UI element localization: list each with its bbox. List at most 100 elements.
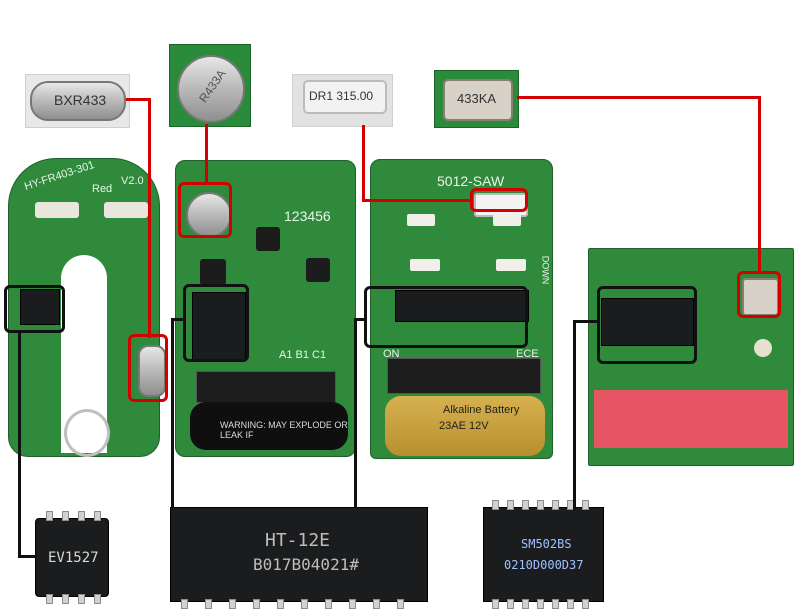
board-2: 123456 A1 B1 C1 WARNING: MAY EXPLODE OR … bbox=[175, 160, 356, 457]
ht12e-pin-1 bbox=[181, 599, 188, 609]
ev1527-callout-box bbox=[4, 285, 65, 333]
sm502-pin-bottom-3 bbox=[522, 599, 529, 609]
board-2-dip-switch bbox=[196, 371, 336, 403]
ev1527-chip-on-board bbox=[20, 289, 60, 325]
sm502-pin-top-1 bbox=[492, 500, 499, 510]
r433a-resonator-body: R433A bbox=[177, 55, 245, 123]
ht12e-chip-on-board-2 bbox=[192, 292, 246, 360]
ev1527-connector-h bbox=[18, 555, 37, 558]
board-2-battery: WARNING: MAY EXPLODE OR LEAK IF bbox=[190, 402, 348, 450]
board-3-right-label: DOWN bbox=[540, 255, 551, 285]
board-2-dip-numbers: 123456 bbox=[284, 208, 331, 224]
board-3-battery-brand: Alkaline Battery bbox=[443, 404, 520, 416]
board-3-name: 5012-SAW bbox=[437, 173, 505, 189]
board-3-dip-end: ECE bbox=[516, 348, 539, 360]
sm502-connector-h bbox=[573, 320, 599, 323]
board-3-battery-model: 23AE 12V bbox=[439, 420, 489, 432]
sm502-pin-top-2 bbox=[507, 500, 514, 510]
board-2-battery-warning: WARNING: MAY EXPLODE OR LEAK IF bbox=[220, 420, 348, 440]
ht12e-board2-callout-box bbox=[183, 284, 249, 362]
sm502-pin-top-7 bbox=[582, 500, 589, 510]
ht12e-model-label: HT-12E bbox=[265, 530, 331, 551]
r433a-resonator-photo: R433A bbox=[169, 44, 251, 127]
board-3-battery: Alkaline Battery 23AE 12V bbox=[385, 396, 545, 456]
board-4 bbox=[588, 248, 794, 466]
bxr433-callout-box bbox=[128, 334, 168, 402]
dr1-saw-photo: DR1 315.00 bbox=[292, 74, 393, 127]
ht12e-pin-4 bbox=[253, 599, 260, 609]
ht12e-board2-connector-h bbox=[171, 318, 185, 321]
ev1527-connector-v bbox=[18, 333, 21, 557]
board-4-coil bbox=[754, 339, 772, 357]
dr1-callout-box bbox=[470, 188, 528, 212]
ev1527-pin-bottom-1 bbox=[46, 594, 53, 604]
sm502-pin-top-3 bbox=[522, 500, 529, 510]
433ka-saw-photo: 433KA bbox=[434, 70, 519, 128]
ht12e-code-label: B017B04021# bbox=[253, 555, 359, 574]
dr1-label: DR1 315.00 bbox=[309, 89, 374, 103]
r433a-label: R433A bbox=[196, 66, 229, 106]
board-1-button-right bbox=[104, 202, 148, 218]
ev1527-pin-top-1 bbox=[46, 511, 53, 521]
ev1527-pin-top-4 bbox=[94, 511, 101, 521]
board-3-button-1 bbox=[407, 214, 435, 226]
sm502-pin-top-4 bbox=[537, 500, 544, 510]
sm502-pin-bottom-6 bbox=[567, 599, 574, 609]
ht12e-pin-6 bbox=[301, 599, 308, 609]
433ka-connector-v bbox=[758, 96, 761, 272]
board-1-spring bbox=[64, 409, 110, 457]
ht12e-pin-2 bbox=[205, 599, 212, 609]
board-3-dip-on: ON bbox=[383, 348, 400, 360]
ht12e-pin-8 bbox=[349, 599, 356, 609]
ev1527-pin-bottom-3 bbox=[78, 594, 85, 604]
sm502-zoom: SM502BS 0210D000D37 bbox=[483, 500, 604, 609]
ht12e-board2-connector-v bbox=[171, 318, 174, 508]
sm502-pin-bottom-5 bbox=[552, 599, 559, 609]
ev1527-zoom: EV1527 bbox=[35, 511, 109, 604]
ht12e-board3-connector bbox=[354, 318, 357, 508]
sm502-model-label: SM502BS bbox=[521, 537, 572, 551]
board-3-button-2 bbox=[493, 214, 521, 226]
ht12e-board3-callout-box bbox=[364, 286, 528, 348]
ht12e-pin-7 bbox=[325, 599, 332, 609]
sm502-pin-bottom-2 bbox=[507, 599, 514, 609]
433ka-callout-box bbox=[737, 271, 781, 318]
433ka-label: 433KA bbox=[457, 91, 497, 106]
dr1-connector-v bbox=[362, 125, 365, 201]
r433a-callout-box bbox=[178, 182, 232, 238]
board-3-saw-window bbox=[474, 193, 528, 217]
board-3-dip-switch bbox=[387, 358, 541, 394]
sm502-pin-bottom-7 bbox=[582, 599, 589, 609]
r433a-connector bbox=[205, 124, 208, 182]
board-2-button-1 bbox=[256, 227, 280, 251]
sm502-chip-on-board bbox=[601, 298, 694, 346]
bxr433-label: BXR433 bbox=[54, 92, 107, 108]
ev1527-zoom-label: EV1527 bbox=[48, 550, 99, 566]
board-1: HY-FR403-301 V2.0 Red bbox=[8, 158, 166, 457]
board-3-button-4 bbox=[496, 259, 526, 271]
433ka-on-board bbox=[742, 278, 779, 316]
433ka-connector-h bbox=[517, 96, 760, 99]
ev1527-pin-top-3 bbox=[78, 511, 85, 521]
board-2-terms: A1 B1 C1 bbox=[279, 349, 327, 361]
sm502-callout-box bbox=[597, 286, 697, 364]
bxr433-crystal-photo: BXR433 bbox=[25, 74, 130, 128]
ev1527-pin-bottom-2 bbox=[62, 594, 69, 604]
board-4-red-strip bbox=[594, 390, 788, 448]
ev1527-pin-bottom-4 bbox=[94, 594, 101, 604]
sm502-connector-v bbox=[573, 320, 576, 510]
bxr433-crystal-body: BXR433 bbox=[30, 81, 126, 121]
board-1-version: V2.0 bbox=[121, 175, 144, 187]
bxr433-connector-v bbox=[148, 98, 151, 338]
dr1-saw-body: DR1 315.00 bbox=[303, 80, 387, 114]
board-1-code: HY-FR403-301 bbox=[22, 159, 97, 193]
ht12e-pin-9 bbox=[373, 599, 380, 609]
ev1527-pin-top-2 bbox=[62, 511, 69, 521]
dr1-connector-h bbox=[362, 199, 472, 202]
sm502-pin-bottom-1 bbox=[492, 599, 499, 609]
sm502-pin-bottom-4 bbox=[537, 599, 544, 609]
board-1-red-label: Red bbox=[92, 183, 113, 195]
433ka-saw-body: 433KA bbox=[443, 79, 513, 121]
board-2-button-2 bbox=[200, 259, 226, 285]
ht12e-pin-5 bbox=[277, 599, 284, 609]
